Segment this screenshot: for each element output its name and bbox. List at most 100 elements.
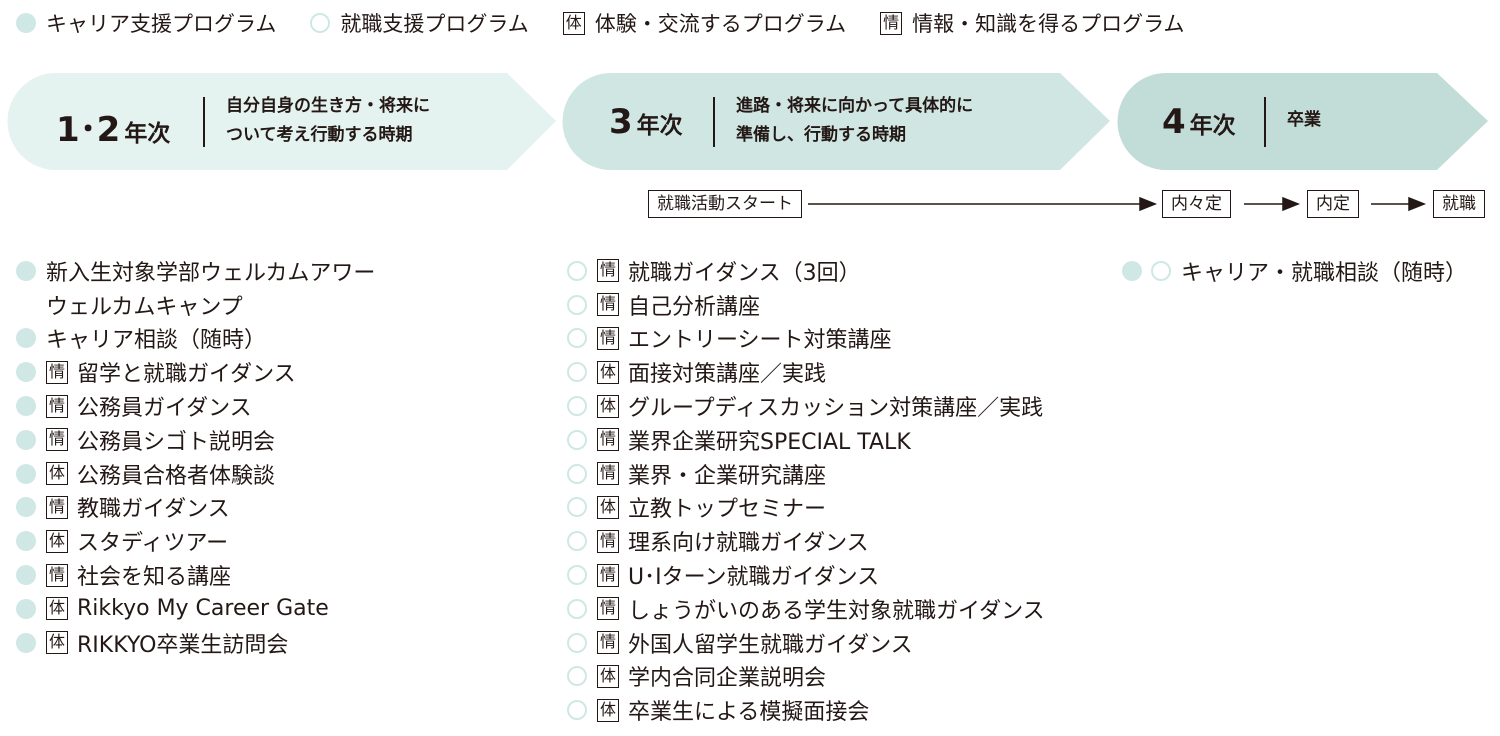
program-label: 業界企業研究SPECIAL TALK [628,429,911,455]
experience-badge-icon: 体 [562,11,585,35]
information-badge-icon: 情 [46,495,68,519]
timeline-employment: 就職 [1433,190,1485,218]
program-item: キャリア相談（随時） [16,322,375,356]
outline-circle-icon [567,632,587,653]
information-badge-icon: 情 [46,563,68,587]
program-label: スタディツアー [77,531,229,557]
program-label: エントリーシート対策講座 [628,328,892,354]
information-badge-icon: 情 [597,597,619,621]
program-item: 情業界・企業研究講座 [567,457,1045,491]
arrowhead-icon [1408,196,1427,212]
program-item: 情業界企業研究SPECIAL TALK [567,423,1045,457]
filled-circle-icon [16,598,36,619]
experience-badge-icon: 体 [597,394,619,418]
program-label: 自己分析講座 [628,294,761,320]
program-item: 情エントリーシート対策講座 [567,322,1045,356]
legend-label: 就職支援プログラム [340,12,529,36]
arrowhead-icon [1139,196,1158,212]
outline-circle-icon [567,497,587,518]
stage-year-suffix: 年次 [1189,113,1236,139]
outline-circle-icon [567,598,587,619]
experience-badge-icon: 体 [597,495,619,519]
filled-circle-icon [16,429,36,450]
experience-badge-icon: 体 [46,462,68,486]
outline-circle-icon [567,700,587,721]
program-label: 卒業生による模擬面接会 [628,700,870,726]
program-item: 情 U･Iターン就職ガイダンス [567,558,1045,592]
information-badge-icon: 情 [597,563,619,587]
legend-item-information: 情 情報・知識を得るプログラム [880,8,1185,38]
information-badge-icon: 情 [46,394,68,418]
program-label: しょうがいのある学生対象就職ガイダンス [628,598,1045,624]
program-item: ウェルカムキャンプ [16,288,375,322]
filled-circle-icon [16,531,36,552]
arrowhead-icon [1282,196,1301,212]
experience-badge-icon: 体 [597,664,619,688]
timeline-informal-offer: 内々定 [1162,190,1231,218]
program-label: 社会を知る講座 [77,565,232,591]
program-label: 面接対策講座／実践 [628,362,827,388]
outline-circle-icon [567,396,587,417]
program-item: 情公務員ガイダンス [16,389,375,423]
legend-label: 体験・交流するプログラム [594,12,847,36]
program-label: 留学と就職ガイダンス [77,362,296,388]
filled-circle-icon [16,328,36,349]
filled-circle-icon [16,396,36,417]
filled-circle-icon [1122,260,1142,281]
program-item: 新入生対象学部ウェルカムアワー [16,254,375,288]
stage-arrows [7,73,1488,212]
program-label: キャリア・就職相談（随時） [1181,260,1468,286]
timeline-job-hunting-start: 就職活動スタート [648,190,802,218]
legend-item-experience: 体 体験・交流するプログラム [562,8,847,38]
program-label: グループディスカッション対策講座／実践 [628,396,1044,422]
outline-circle-icon [310,13,331,33]
program-item: 体立教トップセミナー [567,491,1045,525]
program-item: 体公務員合格者体験談 [16,457,375,491]
stage-description-1-2: 自分自身の生き方・将来に ついて考え行動する時期 [226,92,430,150]
program-item: 体スタディツアー [16,524,375,558]
program-item: 体面接対策講座／実践 [567,355,1045,389]
filled-circle-icon [16,632,36,653]
stage-divider [203,97,205,147]
stage-year-number: 1･2 [56,110,121,150]
stage-description-3: 進路・将来に向かって具体的に 準備し、行動する時期 [736,92,973,150]
stage-arrow-year3 [562,73,1110,170]
program-label: 学内合同企業説明会 [628,666,827,692]
program-list-year4: キャリア・就職相談（随時） [1122,254,1467,288]
program-label: U･Iターン就職ガイダンス [628,565,880,591]
program-label: ウェルカムキャンプ [46,294,243,320]
outline-circle-icon [567,565,587,586]
outline-circle-icon [567,260,587,281]
timeline-offer: 内定 [1307,190,1359,218]
program-label: キャリア相談（随時） [46,328,267,354]
filled-circle-icon [16,13,36,33]
program-label: 立教トップセミナー [628,497,827,523]
legend-label: 情報・知識を得るプログラム [912,12,1185,36]
program-item: キャリア・就職相談（随時） [1122,254,1467,288]
program-item: 体学内合同企業説明会 [567,660,1045,694]
outline-circle-icon [567,531,587,552]
experience-badge-icon: 体 [597,698,619,722]
stage-year-number: 4 [1162,102,1186,142]
information-badge-icon: 情 [597,462,619,486]
stage-year-suffix: 年次 [636,113,683,139]
stage-divider [1264,97,1266,147]
legend-item-job: 就職支援プログラム [310,8,529,38]
information-badge-icon: 情 [597,259,619,283]
stage-description-line: 自分自身の生き方・将来に [226,96,430,116]
stage-description-line: 卒業 [1287,110,1321,130]
program-label: 公務員合格者体験談 [77,463,276,489]
program-item: 情しょうがいのある学生対象就職ガイダンス [567,592,1045,626]
outline-circle-icon [567,463,587,484]
program-item: 体グループディスカッション対策講座／実践 [567,389,1045,423]
program-label: 理系向け就職ガイダンス [628,531,869,557]
filled-circle-icon [16,565,36,586]
program-label: Rikkyo My Career Gate [77,596,329,622]
program-item: 体卒業生による模擬面接会 [567,693,1045,727]
legend-label: キャリア支援プログラム [46,12,277,36]
stage-description-line: 準備し、行動する時期 [736,125,906,145]
legend-item-career: キャリア支援プログラム [16,8,276,38]
